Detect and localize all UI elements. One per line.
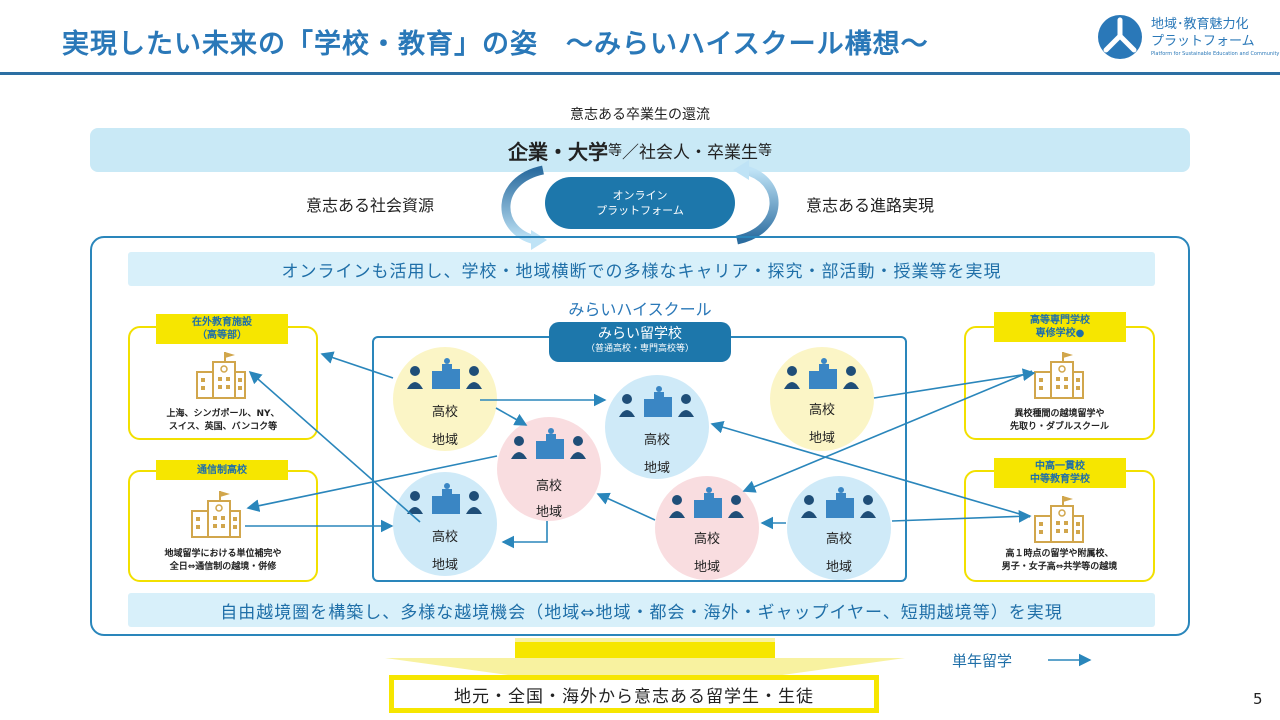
school-node-3: 高校 地域 (770, 347, 874, 451)
integrated-desc: 高１時点の留学や附属校、 男子・女子高⇔共学等の越境 (964, 548, 1155, 574)
region-label: 地域 (431, 433, 458, 448)
vocational-tag-line2: 専修学校● (1035, 328, 1085, 339)
school-people-icon (669, 487, 744, 518)
building-icon (191, 491, 241, 538)
vocational-desc-1: 異校種間の越境留学や (1014, 409, 1105, 419)
correspondence-desc-1: 地域留学における単位補完や (164, 549, 282, 559)
school-node-4: 高校 地域 (497, 417, 601, 521)
correspondence-desc: 地域留学における単位補完や 全日⇔通信制の越境・併修 (128, 548, 318, 574)
school-label: 高校 (808, 403, 835, 418)
school-people-icon (619, 386, 694, 417)
region-label: 地域 (693, 560, 720, 575)
school-node-1: 高校 地域 (393, 347, 497, 451)
school-label: 高校 (693, 532, 720, 547)
online-usage-strip: オンラインも活用し、学校・地域横断での多様なキャリア・探究・部活動・授業等を実現 (128, 252, 1155, 286)
vocational-desc-2: 先取り・ダブルスクール (1009, 422, 1109, 432)
overseas-desc-1: 上海、シンガポール、NY、 (166, 409, 280, 419)
banner-society: ／社会人・卒業生 (622, 142, 758, 163)
vocational-tag-line1: 高等専門学校 (1030, 315, 1090, 326)
region-label: 地域 (643, 461, 670, 476)
integrated-desc-1: 高１時点の留学や附属校、 (1005, 549, 1114, 559)
platform-logo-icon (1098, 15, 1142, 59)
cycle-arrows (501, 160, 779, 250)
inflow-arrow-shape (385, 638, 905, 676)
platform-line2: プラットフォーム (596, 204, 684, 217)
school-label: 高校 (825, 532, 852, 547)
overseas-desc: 上海、シンガポール、NY、 スイス、英国、バンコク等 (128, 408, 318, 434)
logo-tagline: Platform for Sustainable Education and C… (1151, 51, 1280, 57)
school-node-2: 高校 地域 (393, 472, 497, 576)
banner-etc-2: 等 (758, 143, 772, 159)
school-label: 高校 (535, 479, 562, 494)
overseas-tag-line1: 在外教育施設 (192, 317, 252, 328)
region-label: 地域 (808, 431, 835, 446)
logo-line1: 地域･教育魅力化 (1151, 17, 1249, 32)
school-node-5: 高校 地域 (605, 375, 709, 479)
region-label: 地域 (431, 558, 458, 573)
vocational-school-tag: 高等専門学校 専修学校● (994, 312, 1126, 342)
school-label: 高校 (643, 433, 670, 448)
correspondence-desc-2: 全日⇔通信制の越境・併修 (169, 562, 277, 572)
page-title: 実現したい未来の「学校・教育」の姿 ～みらいハイスクール構想～ (62, 29, 929, 60)
platform-line1: オンライン (612, 189, 668, 202)
correspondence-school-tag: 通信制高校 (156, 460, 288, 480)
school-label: 高校 (431, 530, 458, 545)
building-icon (1034, 352, 1084, 399)
logo-wordmark: 地域･教育魅力化 プラットフォーム (1151, 16, 1255, 50)
career-realization-label: 意志ある進路実現 (806, 196, 935, 215)
incoming-students-box: 地元・全国・海外から意志ある留学生・生徒 (389, 675, 879, 713)
page-number: 5 (1253, 690, 1263, 708)
overseas-desc-2: スイス、英国、バンコク等 (168, 422, 278, 432)
school-people-icon (407, 358, 482, 389)
vocational-desc: 異校種間の越境留学や 先取り・ダブルスクール (964, 408, 1155, 434)
online-platform-button: オンライン プラットフォーム (545, 177, 735, 229)
region-label: 地域 (535, 505, 562, 520)
integrated-school-tag: 中高一貫校 中等教育学校 (994, 458, 1126, 488)
title-divider (0, 72, 1280, 75)
building-icon (196, 352, 246, 399)
overseas-tag-line2: （高等部） (197, 330, 247, 341)
overseas-school-tag: 在外教育施設 （高等部） (156, 314, 288, 344)
building-icon (1034, 496, 1084, 543)
logo-line2: プラットフォーム (1151, 34, 1255, 49)
mirai-highschool-label: みらいハイスクール (568, 300, 712, 319)
integrated-desc-2: 男子・女子高⇔共学等の越境 (1001, 562, 1118, 572)
social-resources-label: 意志ある社会資源 (306, 196, 435, 215)
school-people-icon (784, 358, 859, 389)
school-node-7: 高校 地域 (787, 476, 891, 580)
banner-etc-1: 等 (608, 143, 622, 159)
mirai-school-title: みらい留学校 （普通高校・専門高校等） (549, 322, 731, 362)
single-year-legend-label: 単年留学 (952, 652, 1013, 670)
mirai-school-sub: （普通高校・専門高校等） (585, 344, 694, 354)
integrated-tag-line1: 中高一貫校 (1035, 461, 1085, 472)
main-frame (90, 236, 1190, 636)
school-people-icon (407, 483, 482, 514)
school-node-6: 高校 地域 (655, 476, 759, 580)
school-people-icon (511, 428, 586, 459)
integrated-tag-line2: 中等教育学校 (1030, 474, 1090, 485)
free-crossing-strip: 自由越境圏を構築し、多様な越境機会（地域⇔地域・都会・海外・ギャップイヤー、短期… (128, 593, 1155, 627)
banner-companies: 企業・大学 (508, 139, 608, 164)
correspondence-tag-line1: 通信制高校 (197, 464, 247, 476)
school-label: 高校 (431, 405, 458, 420)
region-label: 地域 (825, 560, 852, 575)
companies-banner: 企業・大学 等 ／社会人・卒業生 等 (90, 128, 1190, 172)
mirai-school-name: みらい留学校 (598, 326, 682, 342)
school-people-icon (801, 487, 876, 518)
graduate-return-caption: 意志ある卒業生の還流 (570, 107, 710, 123)
